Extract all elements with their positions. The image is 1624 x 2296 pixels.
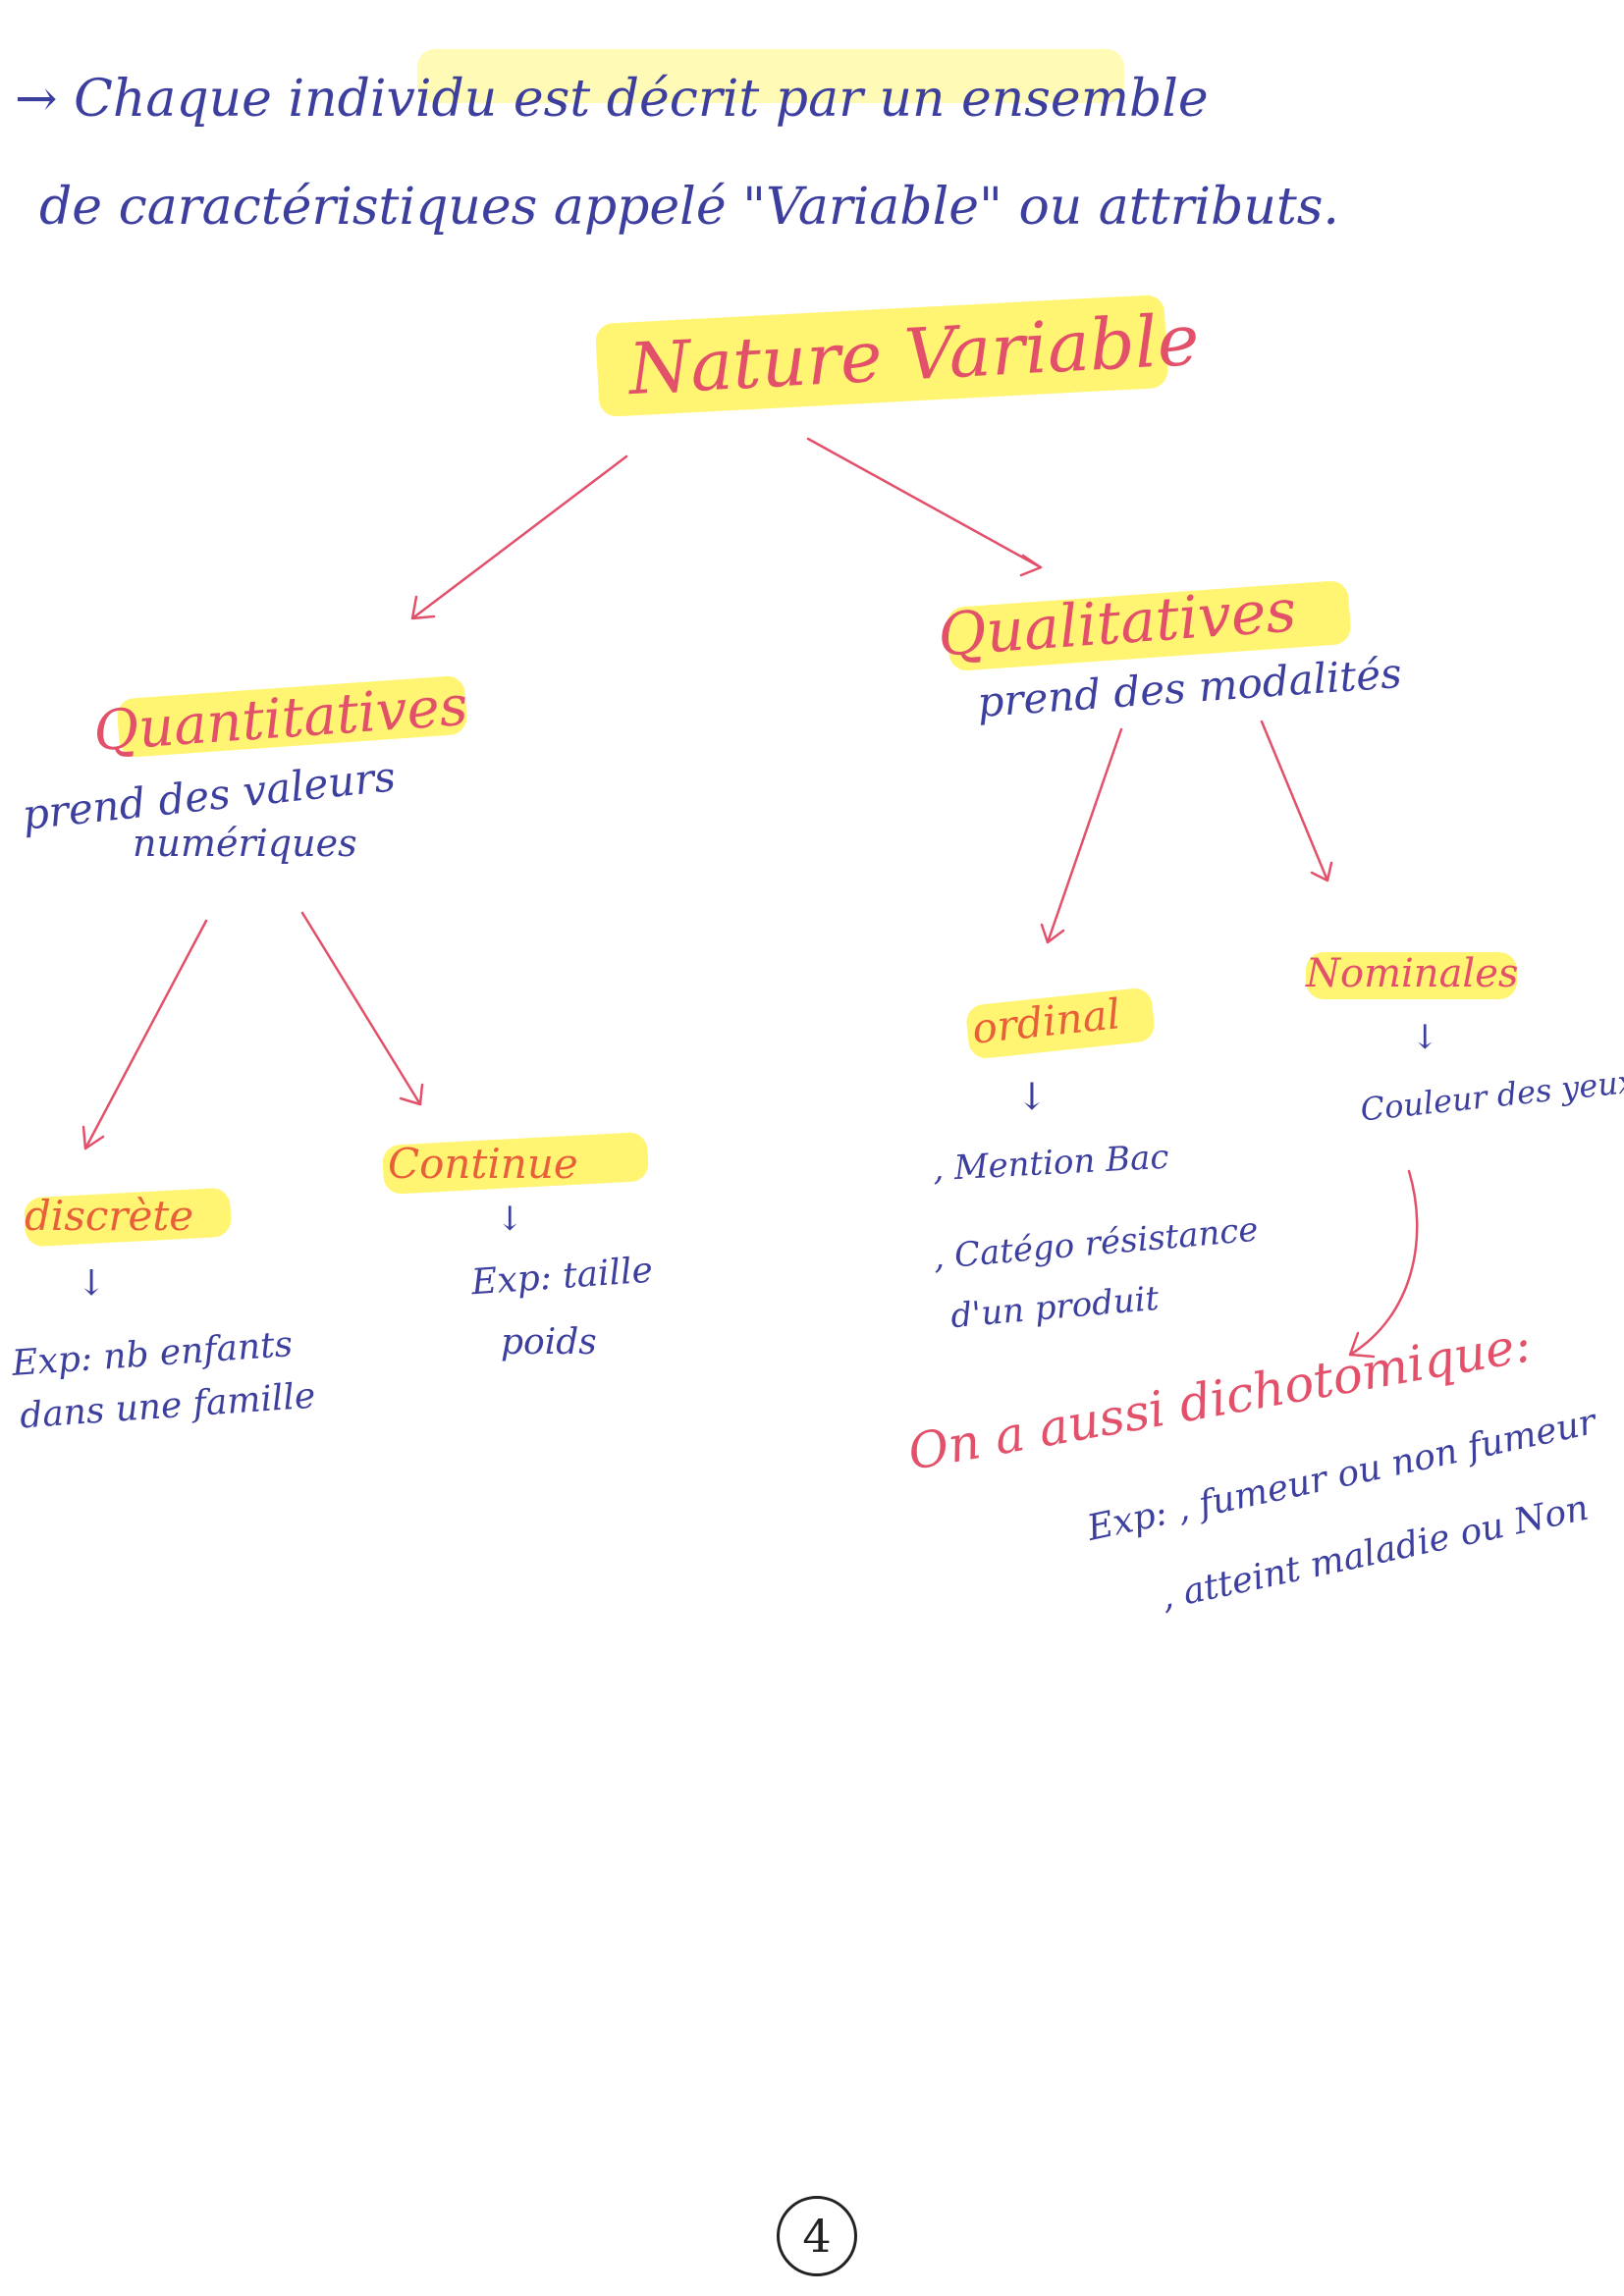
continue-arrow: ↓	[496, 1200, 524, 1239]
intro-line-2: de caractéristiques appelé "Variable" ou…	[39, 178, 1339, 237]
arrow-quali-to-nominales	[1260, 720, 1333, 882]
ordinal-arrow: ↓	[1016, 1075, 1048, 1118]
arrow-quali-to-ordinal	[1040, 727, 1123, 944]
arrow-quanti-to-continue	[300, 911, 424, 1106]
intro-line-1: → Chaque individu est décrit par un ense…	[15, 70, 1209, 129]
page-number: 4	[777, 2196, 857, 2276]
highlight-intro	[417, 49, 1124, 103]
arrow-root-to-qualitatives	[806, 437, 1043, 577]
highlight-nominales	[1306, 952, 1517, 999]
discrete-arrow: ↓	[77, 1263, 107, 1304]
arrow-quanti-to-discrete	[81, 919, 208, 1150]
quantitatives-desc-2: numériques	[133, 822, 357, 865]
nominales-arrow: ↓	[1411, 1018, 1439, 1057]
arrow-nominales-to-dichotomique	[1348, 1169, 1419, 1359]
nominales-title: Nominales	[1306, 951, 1519, 996]
arrow-root-to-quantitatives	[410, 454, 628, 620]
continue-title: Continue	[388, 1140, 578, 1188]
discrete-title: discrète	[25, 1192, 194, 1240]
continue-example-2: poids	[501, 1322, 597, 1362]
